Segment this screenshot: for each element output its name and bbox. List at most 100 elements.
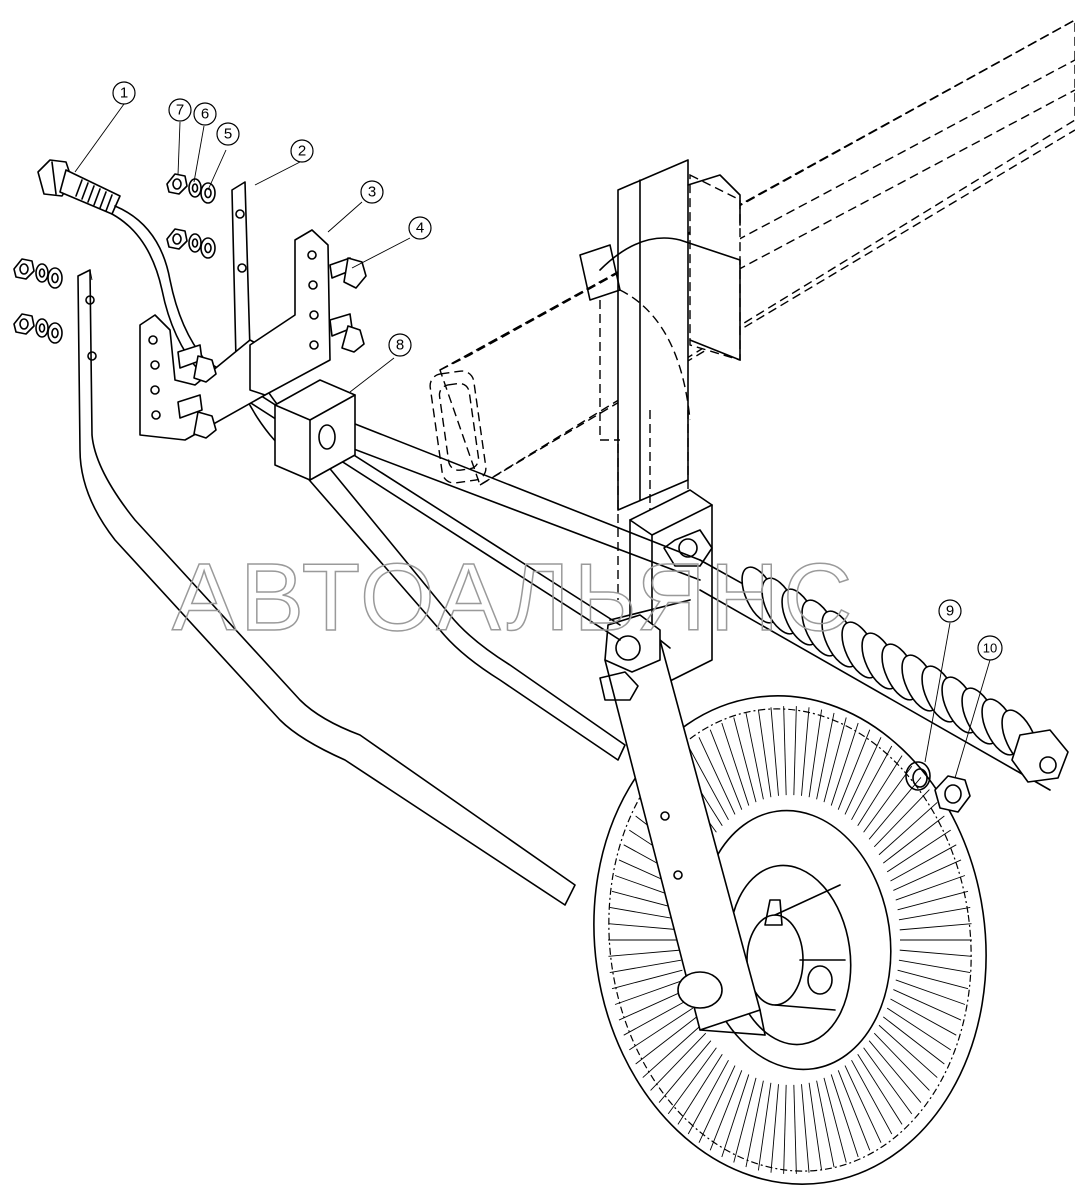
disc-tick: [733, 717, 757, 803]
hex-nut: [166, 173, 188, 195]
disc-tick: [667, 1047, 717, 1115]
nut-washer-set: [166, 228, 216, 259]
disc-tick: [801, 707, 810, 796]
disc-tick: [898, 906, 971, 921]
flat-washer: [200, 182, 216, 204]
disc-tick: [886, 829, 951, 873]
callout-label: 4: [416, 220, 424, 237]
short-bolt-front-lower: [177, 394, 217, 439]
lock-washer: [35, 263, 49, 283]
disc-tick: [830, 722, 859, 806]
disc-tick: [808, 1082, 823, 1171]
disc-tick: [897, 969, 969, 990]
bolt-thread-line: [81, 182, 89, 200]
callout-10: 10: [977, 635, 1003, 661]
callout-4: 4: [408, 216, 432, 240]
bolt-thread-line: [105, 194, 113, 212]
flat-washer: [200, 237, 216, 259]
disc-tick: [863, 765, 913, 833]
washer-hole: [51, 272, 59, 284]
callout-5: 5: [216, 122, 240, 146]
bolt-thread-line: [87, 185, 95, 203]
bolt-thread-line: [99, 191, 107, 209]
washer-hole: [51, 327, 59, 339]
disc-tick: [844, 737, 882, 815]
disc-tick: [844, 1065, 882, 1143]
disc-tick: [745, 712, 764, 800]
disc-tick: [863, 1047, 913, 1115]
callout-label: 3: [368, 184, 376, 201]
bolt-thread-line: [93, 188, 101, 206]
disc-tick: [837, 1070, 871, 1151]
disc-tick: [745, 1080, 764, 1168]
disc-tick: [883, 815, 945, 864]
washer-hole: [191, 238, 199, 248]
disc-tick: [629, 1007, 694, 1051]
disc-tick: [878, 802, 938, 856]
washer-hole: [38, 323, 46, 333]
disc-tick: [650, 1032, 707, 1091]
disc-tick: [857, 1054, 903, 1125]
disc-tick: [618, 989, 687, 1021]
disc-tick: [868, 1040, 922, 1103]
short-bolt-front-upper: [177, 344, 217, 383]
lock-washer: [35, 318, 49, 338]
disc-tick: [893, 859, 962, 891]
disc-tick: [757, 1082, 772, 1171]
callout-7: 7: [168, 98, 192, 122]
disc-tick: [757, 709, 772, 798]
disc-tick: [830, 1074, 859, 1158]
disc-tick: [658, 1040, 712, 1103]
disc-tick: [721, 1074, 750, 1158]
disc-tick: [623, 998, 690, 1036]
disc-tick: [687, 745, 729, 821]
toolbar-beam: [429, 19, 1075, 487]
callout-2: 2: [290, 139, 314, 163]
bolt-thread-line: [75, 179, 83, 197]
disc-tick: [677, 1054, 723, 1125]
disc-tick: [851, 1059, 893, 1135]
disc-tick: [878, 1024, 938, 1078]
disc-tick: [890, 998, 957, 1036]
callout-label: 1: [120, 85, 128, 102]
disc-tick: [823, 1077, 847, 1163]
nut-washer-set: [13, 258, 63, 289]
disc-tick: [783, 1084, 787, 1174]
disc-tick: [808, 709, 823, 798]
beam-clamp: [579, 159, 741, 511]
callout-label: 10: [983, 641, 997, 656]
disc-tick: [635, 1016, 697, 1065]
disc-tick: [793, 706, 797, 796]
disc-tick: [899, 923, 972, 931]
disc-tick: [816, 712, 835, 800]
callout-label: 9: [946, 603, 954, 620]
disc-tick: [816, 1080, 835, 1168]
disc-tick: [698, 737, 736, 815]
disc-tick: [721, 722, 750, 806]
disc-tick: [698, 1065, 736, 1143]
callout-label: 5: [224, 126, 232, 143]
disc-tick: [873, 1032, 930, 1091]
disc-tick: [609, 906, 682, 921]
callout-9: 9: [938, 599, 962, 623]
callout-6: 6: [193, 102, 217, 126]
hex-nut: [13, 313, 35, 335]
spacer-block: [274, 379, 356, 481]
flat-washer: [47, 322, 63, 344]
disc-tick: [709, 729, 743, 810]
disc-tick: [851, 745, 893, 821]
washer-hole: [191, 183, 199, 193]
disc-tick: [609, 959, 682, 974]
mount-bracket-rear: [249, 229, 331, 396]
disc-tick: [611, 969, 683, 990]
disc-tick: [608, 949, 681, 957]
disc-tick: [893, 989, 962, 1021]
disc-tick: [895, 875, 966, 901]
disc-tick: [857, 755, 903, 826]
coulter-arm: [599, 599, 766, 1036]
disc-tick: [733, 1077, 757, 1163]
callout-3: 3: [360, 180, 384, 204]
disc-tick: [837, 729, 871, 810]
disc-tick: [883, 1016, 945, 1065]
short-bolt-upper: [329, 257, 367, 289]
